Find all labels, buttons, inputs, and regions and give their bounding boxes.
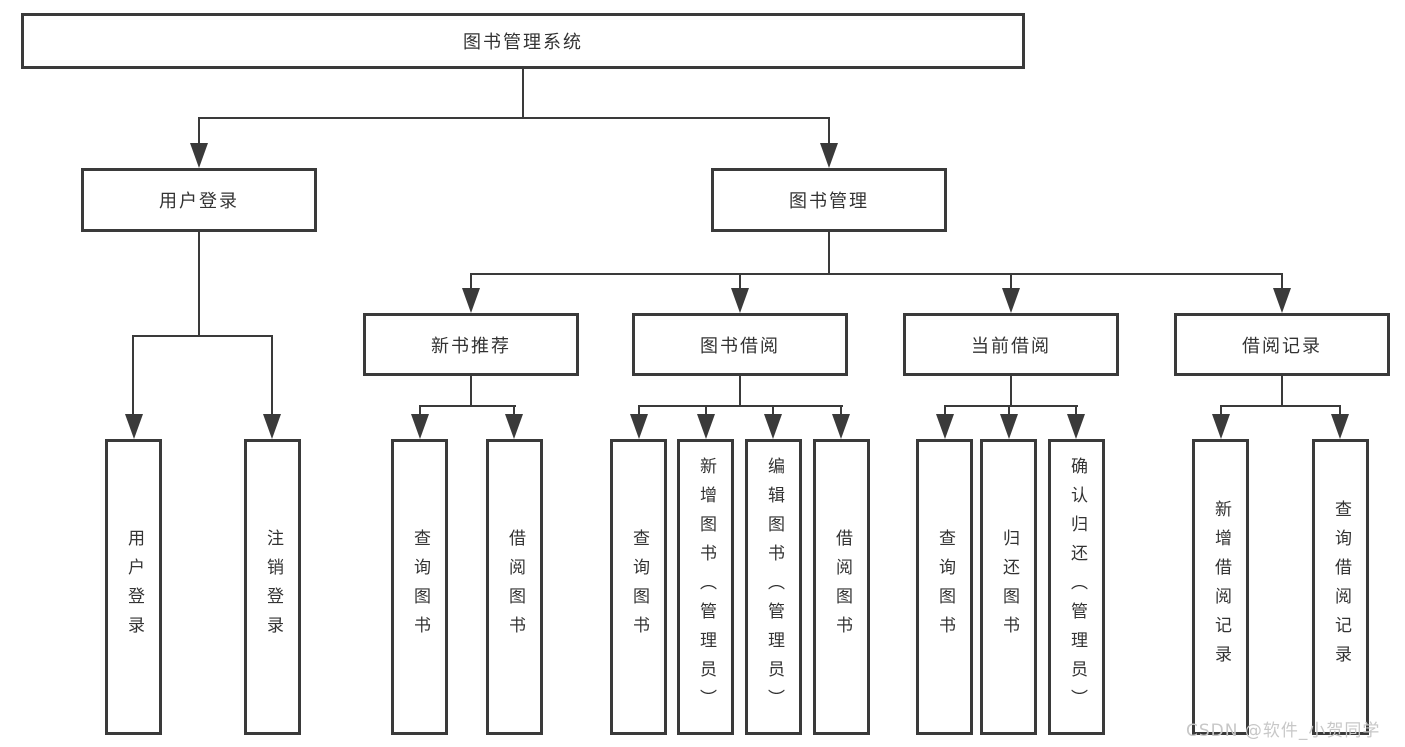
node-book-borrow: 图书借阅 (632, 313, 848, 376)
arrow-head (1273, 288, 1291, 313)
connector-line (132, 335, 134, 415)
connector-line (470, 273, 472, 290)
node-current-borrow: 当前借阅 (903, 313, 1119, 376)
arrow-head (1331, 414, 1349, 439)
connector-line (1281, 273, 1283, 290)
node-new-book-recommend: 新书推荐 (363, 313, 579, 376)
leaf-query-borrow-record: 查询借阅记录 (1312, 439, 1369, 735)
leaf-label: 借阅图书 (832, 529, 852, 645)
connector-line (944, 405, 1078, 407)
leaf-query-books-1: 查询图书 (391, 439, 448, 735)
connector-line (271, 335, 273, 415)
leaf-confirm-return-admin: 确认归还（管理员） (1048, 439, 1105, 735)
connector-line (198, 117, 200, 147)
connector-line (638, 405, 843, 407)
arrow-head (1067, 414, 1085, 439)
connector-line (419, 405, 421, 416)
arrow-head (1002, 288, 1020, 313)
node-borrow-records: 借阅记录 (1174, 313, 1390, 376)
connector-line (1008, 405, 1010, 416)
leaf-add-books-admin: 新增图书（管理员） (677, 439, 734, 735)
leaf-query-books-2: 查询图书 (610, 439, 667, 735)
connector-line (132, 335, 273, 337)
leaf-label: 注销登录 (263, 529, 283, 645)
leaf-label: 编辑图书（管理员） (764, 456, 784, 718)
leaf-label: 查询图书 (629, 529, 649, 645)
connector-line (1281, 376, 1283, 405)
node-label: 图书管理系统 (463, 32, 583, 53)
arrow-head (263, 414, 281, 439)
connector-line (1075, 405, 1077, 416)
node-label: 用户登录 (159, 191, 239, 212)
node-label: 新书推荐 (431, 335, 511, 357)
node-label: 当前借阅 (971, 335, 1051, 357)
connector-line (419, 405, 516, 407)
connector-line (1339, 405, 1341, 416)
node-label: 图书管理 (789, 191, 869, 212)
leaf-user-login: 用户登录 (105, 439, 162, 735)
connector-line (522, 69, 524, 117)
node-label: 借阅记录 (1242, 335, 1322, 357)
connector-line (739, 376, 741, 405)
arrow-head (764, 414, 782, 439)
leaf-label: 查询图书 (935, 529, 955, 645)
connector-line (840, 405, 842, 416)
connector-line (828, 117, 830, 147)
leaf-label: 查询图书 (410, 529, 430, 645)
arrow-head (1000, 414, 1018, 439)
watermark-text: CSDN @软件_小贺同学 (1186, 721, 1381, 741)
leaf-borrow-books-1: 借阅图书 (486, 439, 543, 735)
node-label: 图书借阅 (700, 335, 780, 357)
arrow-head (832, 414, 850, 439)
leaf-edit-books-admin: 编辑图书（管理员） (745, 439, 802, 735)
arrow-head (1212, 414, 1230, 439)
arrow-head (936, 414, 954, 439)
connector-line (1010, 273, 1012, 290)
leaf-add-borrow-record: 新增借阅记录 (1192, 439, 1249, 735)
leaf-query-books-3: 查询图书 (916, 439, 973, 735)
arrow-head (411, 414, 429, 439)
node-user-login: 用户登录 (81, 168, 317, 232)
arrow-head (697, 414, 715, 439)
leaf-label: 归还图书 (999, 529, 1019, 645)
leaf-return-books: 归还图书 (980, 439, 1037, 735)
connector-line (198, 117, 830, 119)
connector-line (1010, 376, 1012, 405)
connector-line (828, 232, 830, 273)
connector-line (705, 405, 707, 416)
connector-line (739, 273, 741, 290)
leaf-label: 用户登录 (124, 529, 144, 645)
arrow-head (731, 288, 749, 313)
leaf-logout: 注销登录 (244, 439, 301, 735)
arrow-head (505, 414, 523, 439)
leaf-label: 借阅图书 (505, 529, 525, 645)
connector-line (944, 405, 946, 416)
arrow-head (820, 143, 838, 168)
connector-line (1220, 405, 1222, 416)
arrow-head (125, 414, 143, 439)
connector-line (638, 405, 640, 416)
connector-line (1220, 405, 1341, 407)
leaf-label: 查询借阅记录 (1331, 500, 1351, 674)
leaf-label: 新增图书（管理员） (696, 456, 716, 718)
connector-line (772, 405, 774, 416)
arrow-head (462, 288, 480, 313)
leaf-borrow-books-2: 借阅图书 (813, 439, 870, 735)
connector-line (470, 376, 472, 405)
node-root-system: 图书管理系统 (21, 13, 1025, 69)
leaf-label: 新增借阅记录 (1211, 500, 1231, 674)
connector-line (513, 405, 515, 416)
connector-line (470, 273, 1283, 275)
arrow-head (630, 414, 648, 439)
leaf-label: 确认归还（管理员） (1067, 456, 1087, 718)
connector-line (198, 232, 200, 336)
arrow-head (190, 143, 208, 168)
node-book-management: 图书管理 (711, 168, 947, 232)
